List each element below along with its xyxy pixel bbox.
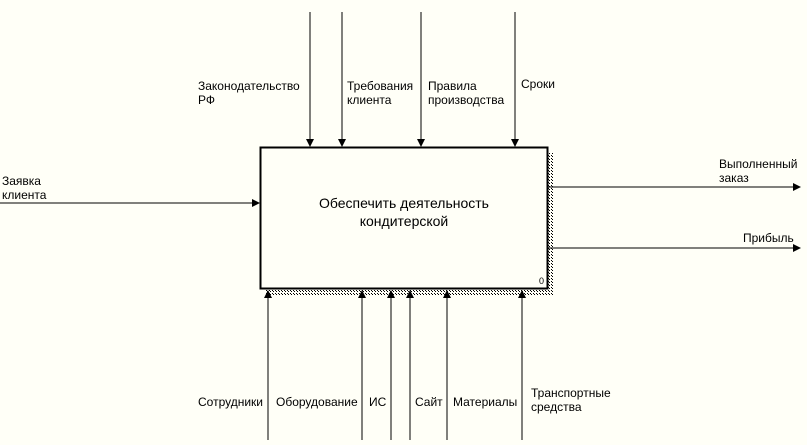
mechanism-arrow-website[interactable] (406, 290, 414, 440)
mechanism-label-materials: Материалы (453, 395, 518, 409)
control-label-production-rules: Правила производства (428, 79, 505, 107)
mechanism-arrow-employees[interactable] (264, 290, 272, 440)
control-label-legislation: Законодательство РФ (198, 79, 300, 107)
control-label-client-requirements: Требования клиента (347, 79, 414, 107)
output-label-completed-order: Выполненный заказ (719, 157, 798, 185)
activity-box[interactable] (259, 146, 549, 290)
control-arrow-client-requirements[interactable] (338, 12, 346, 147)
mechanism-arrow-materials[interactable] (443, 290, 451, 440)
control-arrow-legislation[interactable] (306, 12, 314, 147)
activity-number: 0 (539, 276, 545, 286)
input-arrow-client-request[interactable] (0, 199, 260, 207)
mechanism-arrow-transport[interactable] (518, 290, 526, 440)
input-label-client-request: Заявка клиента (2, 174, 47, 202)
activity-box-shadow (548, 153, 553, 296)
mechanism-arrow-is[interactable] (387, 290, 395, 440)
output-arrow-completed-order[interactable] (548, 183, 801, 191)
mechanism-arrow-equipment[interactable] (358, 290, 366, 440)
mechanism-label-transport: Транспортные средства (531, 386, 611, 414)
mechanism-label-equipment: Оборудование (276, 395, 358, 409)
control-arrow-deadlines[interactable] (511, 12, 519, 147)
control-label-deadlines: Сроки (521, 77, 555, 91)
activity-title: Обеспечить деятельность кондитерской (319, 195, 489, 229)
mechanism-label-employees: Сотрудники (198, 395, 263, 409)
control-arrow-production-rules[interactable] (417, 12, 425, 147)
mechanism-label-is: ИС (369, 395, 387, 409)
mechanism-label-website: Сайт (415, 395, 443, 409)
output-arrow-profit[interactable] (548, 244, 801, 252)
output-label-profit: Прибыль (743, 231, 794, 245)
